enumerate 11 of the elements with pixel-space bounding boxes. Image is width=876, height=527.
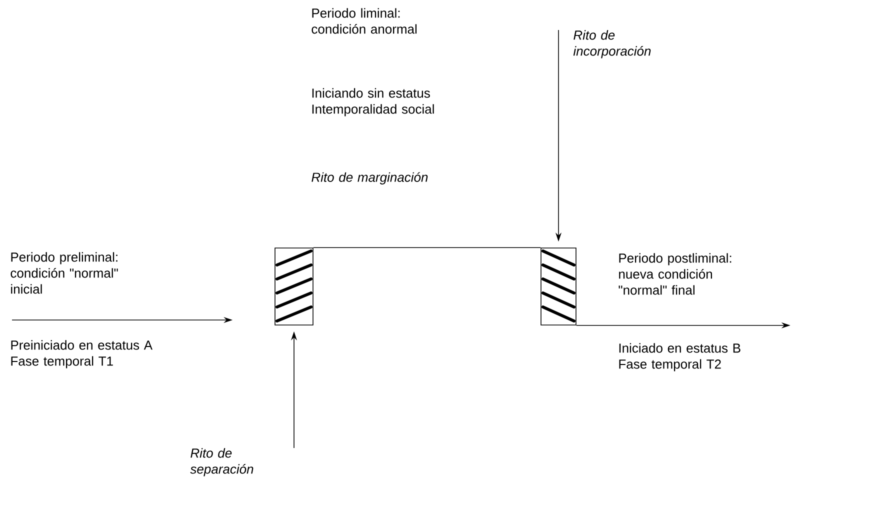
text-label: Iniciado en estatus B Fase temporal T2 — [619, 343, 740, 372]
hatched-bar — [540, 248, 576, 326]
hatched-bar — [274, 248, 314, 326]
text-label: Periodo preliminal: condición "normal" inicial — [10, 252, 118, 294]
rite-label: Rito de incorporación — [573, 30, 651, 58]
text-label: Periodo liminal: condición anormal — [312, 8, 417, 34]
text-label: Periodo postliminal: nueva condición "normal" final — [618, 253, 732, 295]
text-label: Iniciando sin estatus Intemporalidad social — [312, 88, 434, 116]
rite-label: Rito de separación — [190, 448, 254, 476]
text-label: Rito de marginación — [312, 172, 428, 184]
text-label: Preiniciado en estatus A Fase temporal T1 — [11, 340, 152, 368]
